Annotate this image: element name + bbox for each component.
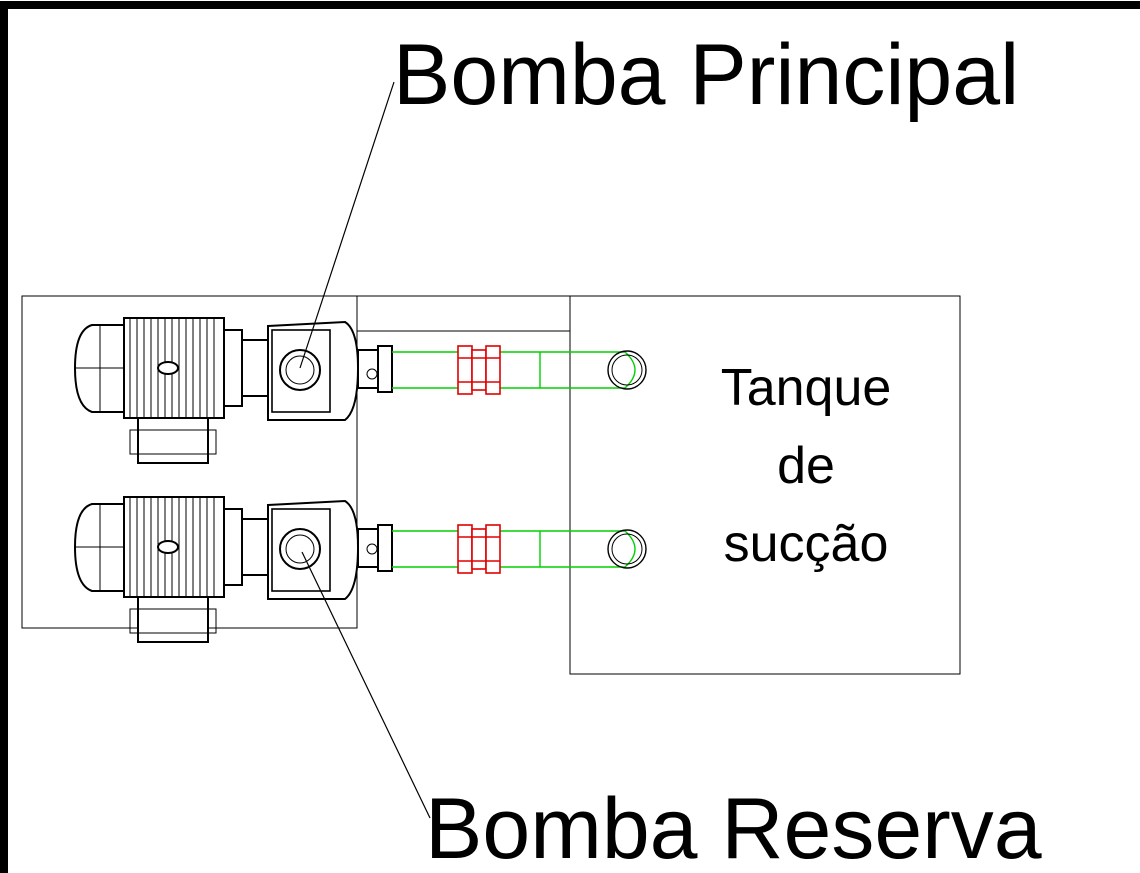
reserve-suction-pipe <box>392 529 647 569</box>
main-pump <box>73 317 393 464</box>
reserve-pump-leader-line <box>301 551 431 819</box>
pipe-support-frame <box>356 295 571 332</box>
suction-tank <box>569 295 961 675</box>
main-suction-pipe <box>392 350 647 390</box>
main-union-valve <box>457 345 501 395</box>
reserve-pump-label: Bomba Reserva <box>425 781 1042 873</box>
reserve-pump <box>73 496 393 643</box>
tank-label-line2: de <box>777 437 835 495</box>
tank-label-line3: sucção <box>724 515 889 573</box>
main-pump-leader-line <box>299 81 395 369</box>
main-pump-label: Bomba Principal <box>393 27 1019 123</box>
tank-label-line1: Tanque <box>721 359 892 417</box>
reserve-union-valve <box>457 524 501 574</box>
